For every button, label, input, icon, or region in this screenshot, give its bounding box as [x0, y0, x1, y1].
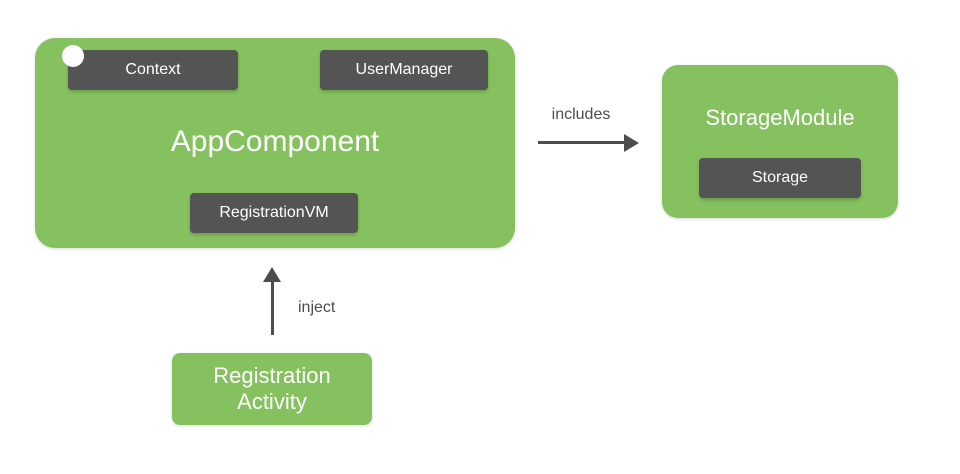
context-dependency-chip: Context [68, 50, 238, 90]
usermanager-dependency-chip: UserManager [320, 50, 488, 90]
includes-edge-label: includes [551, 106, 611, 123]
includes-arrow-line [538, 141, 626, 144]
includes-arrowhead-icon [624, 134, 639, 152]
circle-marker-icon [62, 45, 84, 67]
registrationvm-label: RegistrationVM [219, 204, 329, 221]
context-label: Context [125, 61, 181, 78]
inject-arrow-line [271, 281, 274, 335]
storage-module-title: StorageModule [705, 105, 855, 130]
inject-arrowhead-icon [263, 267, 281, 282]
registration-activity-node: Registration Activity [172, 353, 372, 425]
app-component-node: Context UserManager AppComponent Registr… [35, 38, 515, 248]
inject-edge-label: inject [298, 299, 336, 316]
app-component-title: AppComponent [170, 125, 380, 158]
storage-dependency-chip: Storage [699, 158, 861, 198]
storage-label: Storage [751, 169, 809, 186]
storage-module-node: StorageModule Storage [662, 65, 898, 218]
registrationvm-dependency-chip: RegistrationVM [190, 193, 358, 233]
usermanager-label: UserManager [355, 61, 453, 78]
